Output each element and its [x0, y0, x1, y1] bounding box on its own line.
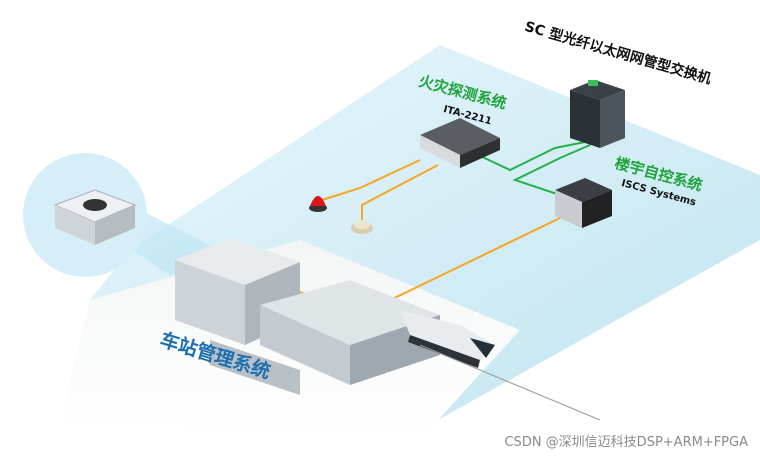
station-building	[175, 238, 440, 395]
fiber-link-fire	[477, 141, 586, 172]
fire-alarm-beacon	[309, 196, 327, 212]
ethernet-switch-device	[570, 80, 625, 148]
train	[400, 310, 601, 421]
fiber-link-iscs	[512, 144, 591, 196]
fire-panel-device	[420, 118, 500, 168]
iscs-server-device	[555, 178, 612, 228]
cable-detector	[361, 164, 439, 220]
device-closeup	[53, 189, 137, 245]
watermark: CSDN @深圳信迈科技DSP+ARM+FPGA	[504, 435, 748, 450]
cable-alarm	[321, 159, 421, 201]
smoke-detector	[351, 221, 373, 234]
